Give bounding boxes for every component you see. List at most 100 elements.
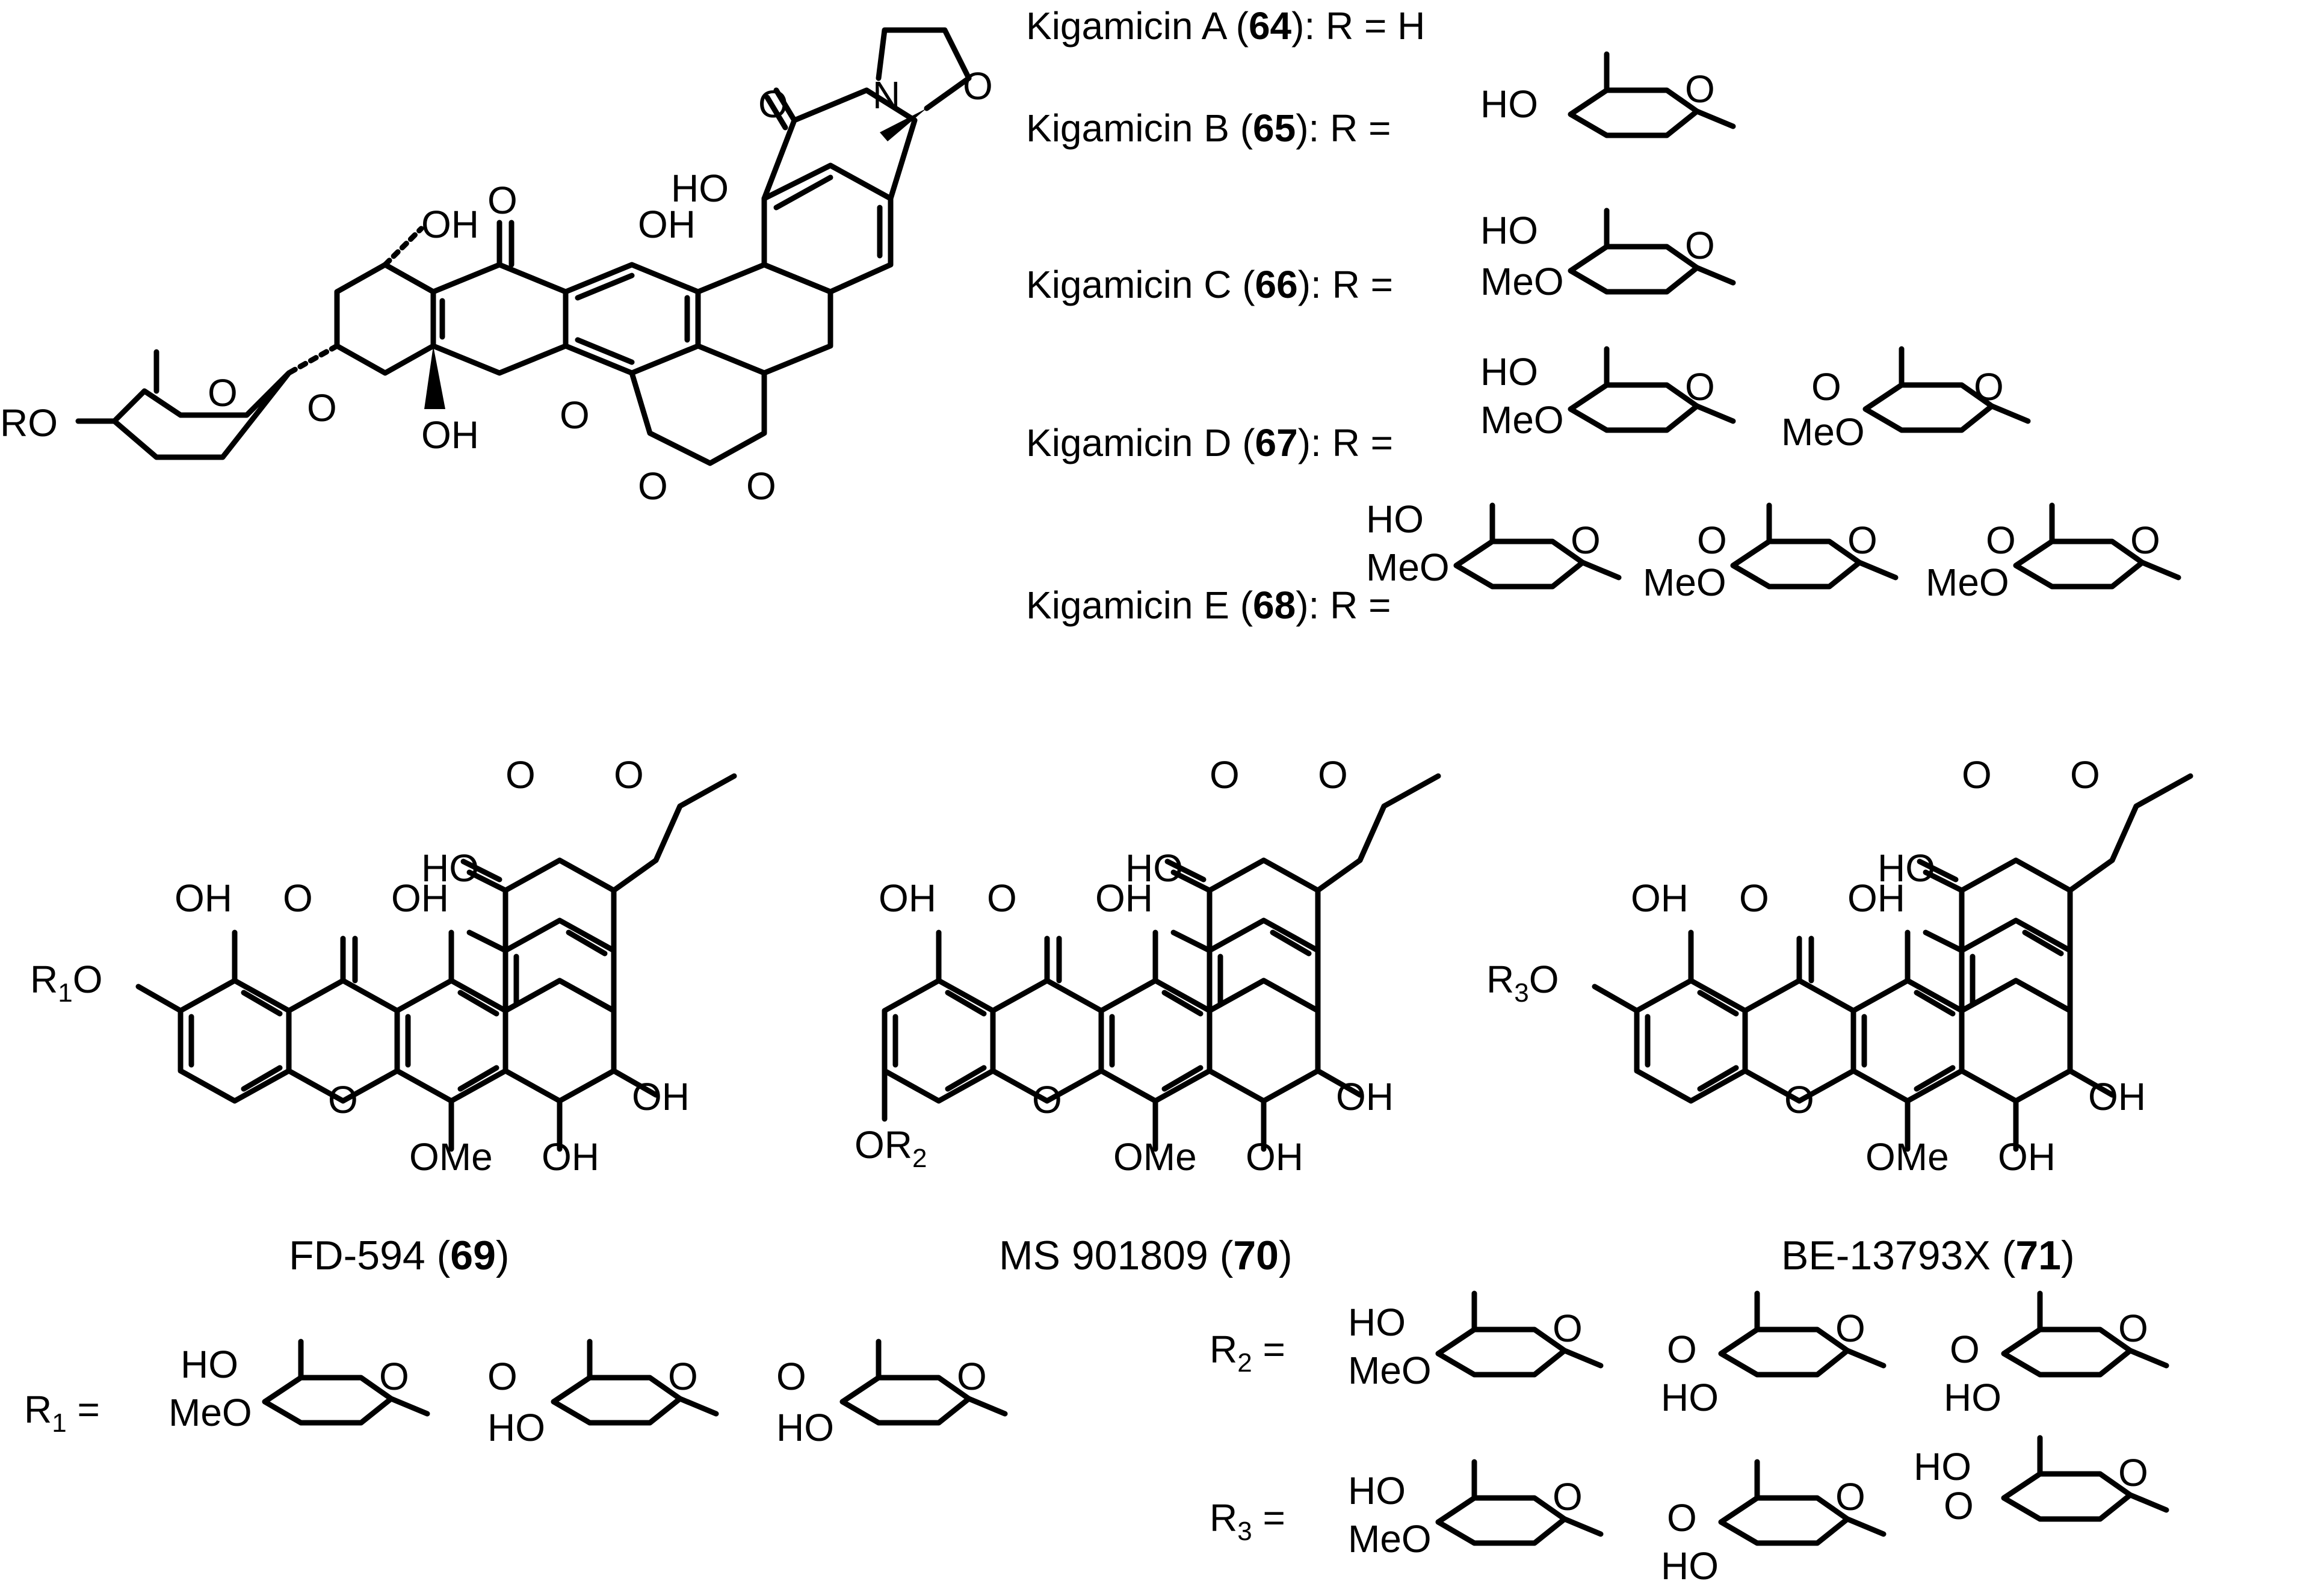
ring-f-bonds — [761, 87, 918, 202]
ring-e-bonds — [761, 162, 894, 295]
ho-label: HO — [1348, 1301, 1406, 1344]
oh-label: OH — [542, 1135, 599, 1179]
ho-label: HO — [1480, 82, 1538, 126]
ring-b-bonds — [430, 262, 569, 376]
meo-label: MeO — [1480, 398, 1564, 442]
sugar-o-label: O — [1974, 365, 2004, 408]
lactone-o-label: O — [1962, 753, 1992, 797]
linker-o-label: O — [487, 1355, 518, 1398]
oh-label: OH — [1998, 1135, 2056, 1179]
kigamicin-e-sugars: HO MeO O O O O O MeO MeO — [1366, 498, 2178, 604]
linker-o-label: O — [776, 1355, 806, 1398]
sugar-ring-o-label: O — [208, 371, 238, 414]
ho-label: HO — [1914, 1445, 1971, 1488]
lactone-ring-o-label: O — [1318, 753, 1348, 797]
sugar-o-label: O — [1847, 519, 1877, 562]
sugar-o-label: O — [2130, 519, 2160, 562]
ring-o-label: O — [328, 1078, 358, 1121]
ho-label: HO — [1480, 209, 1538, 252]
oh-label: OH — [2088, 1075, 2146, 1118]
oh-label: OH — [1336, 1075, 1394, 1118]
or2-label: OR2 — [855, 1123, 927, 1173]
ketone-o-label: O — [987, 877, 1017, 920]
oxazolidine-o-label: O — [963, 64, 993, 108]
meo-label: MeO — [1366, 546, 1450, 589]
meo-label: MeO — [168, 1391, 252, 1434]
kigamicin-e-label: Kigamicin E (68): R = — [1026, 584, 1391, 627]
oxazolidine-bonds — [876, 27, 972, 111]
wedge-bond — [880, 108, 927, 141]
lactam-carbonyl — [764, 94, 788, 131]
ho-label: HO — [421, 846, 479, 890]
meo-label: MeO — [1781, 410, 1865, 454]
linker-o-label: O — [1811, 365, 1841, 408]
ho-label: HO — [1661, 1376, 1719, 1419]
sugar-o-label: O — [1685, 67, 1715, 111]
ketone-o-label: O — [1739, 877, 1769, 920]
dioxy-o-label: O — [638, 464, 668, 508]
r1-trisaccharide: R1 = HO MeO O O O O O HO HO — [24, 1342, 1005, 1449]
oh-label: OH — [1246, 1135, 1303, 1179]
oh-label: OH — [421, 203, 479, 246]
sugar-o-label: O — [1685, 365, 1715, 408]
r3-trisaccharide: R3 = HO MeO O O O O O HO HO — [1210, 1438, 2166, 1587]
kigamicin-b-sugar: HO O — [1480, 54, 1733, 135]
aromatic-bond — [575, 273, 635, 301]
r1o-label: R1O — [30, 958, 102, 1008]
sugar-o-label: O — [1835, 1307, 1865, 1350]
aromatic-bond — [575, 337, 635, 365]
ring-o-label: O — [560, 393, 590, 437]
oh-label: OH — [1631, 877, 1689, 920]
ho-label: HO — [776, 1406, 834, 1449]
hash-bond — [382, 226, 424, 268]
kigamicin-labels: Kigamicin A (64): R = H Kigamicin B (65)… — [1026, 4, 1425, 627]
kigamicin-c-label: Kigamicin C (66): R = — [1026, 263, 1393, 306]
ho-label: HO — [1877, 846, 1935, 890]
lactone-o-label: O — [505, 753, 536, 797]
linker-o-label: O — [1667, 1328, 1697, 1371]
ho-label: HO — [1125, 846, 1183, 890]
sugar-o-label: O — [1553, 1307, 1583, 1350]
ring-d-bonds — [695, 262, 833, 376]
r3o-label: R3O — [1486, 958, 1559, 1008]
lactam-o-label: O — [758, 82, 788, 126]
ho-label: HO — [1944, 1376, 2001, 1419]
lactam-carbonyl — [773, 87, 797, 123]
kigamicin-d-label: Kigamicin D (67): R = — [1026, 421, 1393, 464]
kigamicin-d-sugars: HO MeO O O O MeO — [1480, 349, 2028, 454]
ome-label: OMe — [1113, 1135, 1197, 1179]
be13793x-caption: BE-13793X (71) — [1781, 1233, 2075, 1278]
sugar-o-label: O — [1571, 519, 1601, 562]
ring-c-bonds — [563, 262, 701, 376]
sugar-o-label: O — [957, 1355, 987, 1398]
fd594-structure: OH O OH HO O O O OMe OH OH R1O FD-594 (6… — [30, 753, 734, 1278]
kigamicin-c-sugar: HO MeO O — [1480, 209, 1733, 303]
r1-label: R1 = — [24, 1388, 100, 1438]
bond — [135, 984, 184, 1014]
kigamicin-core-structure: OH O OH HO O N O O OH O O O O RO — [0, 27, 993, 508]
oh-label: OH — [1095, 877, 1153, 920]
ring-o-label: O — [1784, 1078, 1814, 1121]
ro-label: RO — [0, 401, 58, 445]
r2-trisaccharide: R2 = HO MeO O O O O O HO HO — [1210, 1293, 2166, 1419]
oh-label: OH — [1847, 877, 1905, 920]
ho-label: HO — [1366, 498, 1424, 541]
lactone-o-label: O — [1210, 753, 1240, 797]
ho-label: HO — [181, 1343, 238, 1386]
linker-o-label: O — [1667, 1496, 1697, 1539]
sugar-o-label: O — [379, 1355, 409, 1398]
ome-label: OMe — [1865, 1135, 1949, 1179]
glycoside-o-label: O — [307, 386, 337, 430]
bond — [1592, 984, 1640, 1014]
sugar-ring-bonds — [111, 370, 292, 460]
ketone-o-label: O — [283, 877, 313, 920]
meo-label: MeO — [1643, 561, 1726, 604]
dioxy-o-label: O — [746, 464, 776, 508]
ho-label: HO — [1348, 1469, 1406, 1512]
sugar-o-label: O — [668, 1355, 698, 1398]
hash-bond — [286, 343, 340, 376]
oh-label: OH — [632, 1075, 690, 1118]
ome-label: OMe — [409, 1135, 493, 1179]
sugar-o-label: O — [1553, 1475, 1583, 1518]
